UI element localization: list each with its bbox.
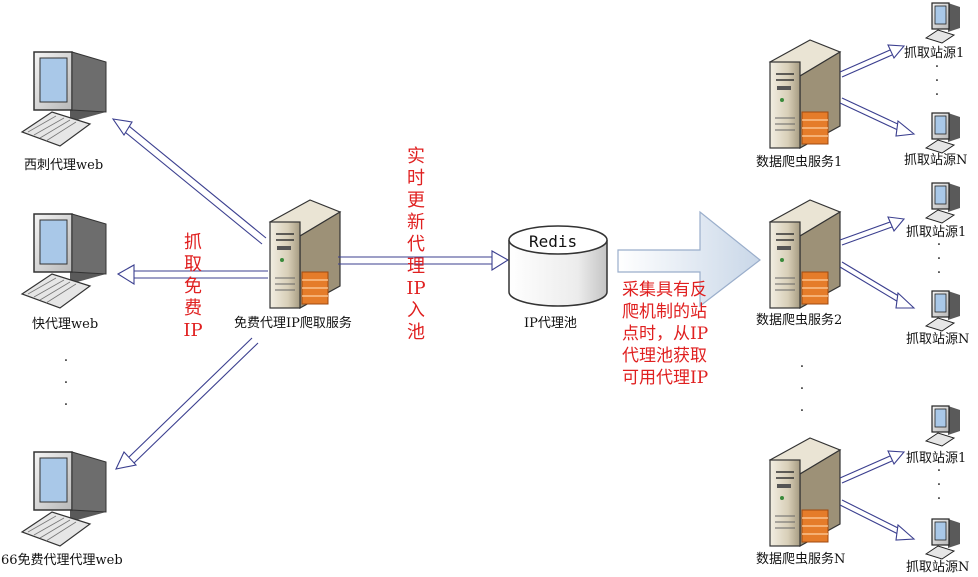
crawl-server-icon xyxy=(269,199,341,309)
target-3-last-label: 抓取站源N xyxy=(906,560,970,575)
crawler-target-arrows xyxy=(839,44,916,541)
target-1a-pc-icon xyxy=(925,2,961,44)
arrow-to-redis xyxy=(338,250,510,271)
source-ellipsis: ··· xyxy=(63,353,69,413)
target-2b-pc-icon xyxy=(925,290,961,332)
arrow-to-sixsix xyxy=(115,337,259,470)
xici-computer-icon xyxy=(21,51,107,147)
target-2-ellipsis: ··· xyxy=(936,237,942,281)
ip-pool-label: IP代理池 xyxy=(524,316,577,331)
redis-label: Redis xyxy=(529,232,578,251)
target-2a-pc-icon xyxy=(925,182,961,224)
crawler-server-2-icon xyxy=(769,199,841,309)
redis-cylinder-icon xyxy=(508,225,608,307)
arrow-to-xici xyxy=(111,118,267,245)
crawler-service-n-label: 数据爬虫服务N xyxy=(756,552,846,567)
kuai-computer-icon xyxy=(21,213,107,309)
service-ellipsis: ··· xyxy=(799,359,805,419)
crawler-server-1-icon xyxy=(769,39,841,149)
target-3-ellipsis: ··· xyxy=(936,463,942,507)
sixsix-computer-icon xyxy=(21,451,107,547)
target-3-first-label: 抓取站源1 xyxy=(906,451,967,466)
sixsix-label: 66免费代理代理web xyxy=(1,553,123,568)
xici-label: 西刺代理web xyxy=(24,158,104,173)
kuai-label: 快代理web xyxy=(32,317,99,332)
crawler-server-n-icon xyxy=(769,437,841,547)
crawler-service-1-label: 数据爬虫服务1 xyxy=(756,155,843,170)
crawl-service-label: 免费代理IP爬取服务 xyxy=(234,316,352,331)
target-2-last-label: 抓取站源N xyxy=(906,332,970,347)
big-arrow-icon xyxy=(617,210,761,308)
target-3a-pc-icon xyxy=(925,405,961,447)
crawler-service-2-label: 数据爬虫服务2 xyxy=(756,313,843,328)
target-2-first-label: 抓取站源1 xyxy=(906,225,967,240)
target-1b-pc-icon xyxy=(925,112,961,154)
target-1-last-label: 抓取站源N xyxy=(904,153,968,168)
fetch-note-annotation: 采集具有反 爬机制的站 点时，从IP 代理池获取 可用代理IP xyxy=(622,280,709,388)
target-1-first-label: 抓取站源1 xyxy=(904,46,965,61)
arrow-to-kuai xyxy=(116,264,268,285)
crawl-free-ip-annotation: 抓取免费IP xyxy=(183,232,203,341)
target-3b-pc-icon xyxy=(925,518,961,560)
realtime-update-annotation: 实时更新代理IP入池 xyxy=(406,146,426,343)
target-1-ellipsis: ··· xyxy=(934,59,940,103)
